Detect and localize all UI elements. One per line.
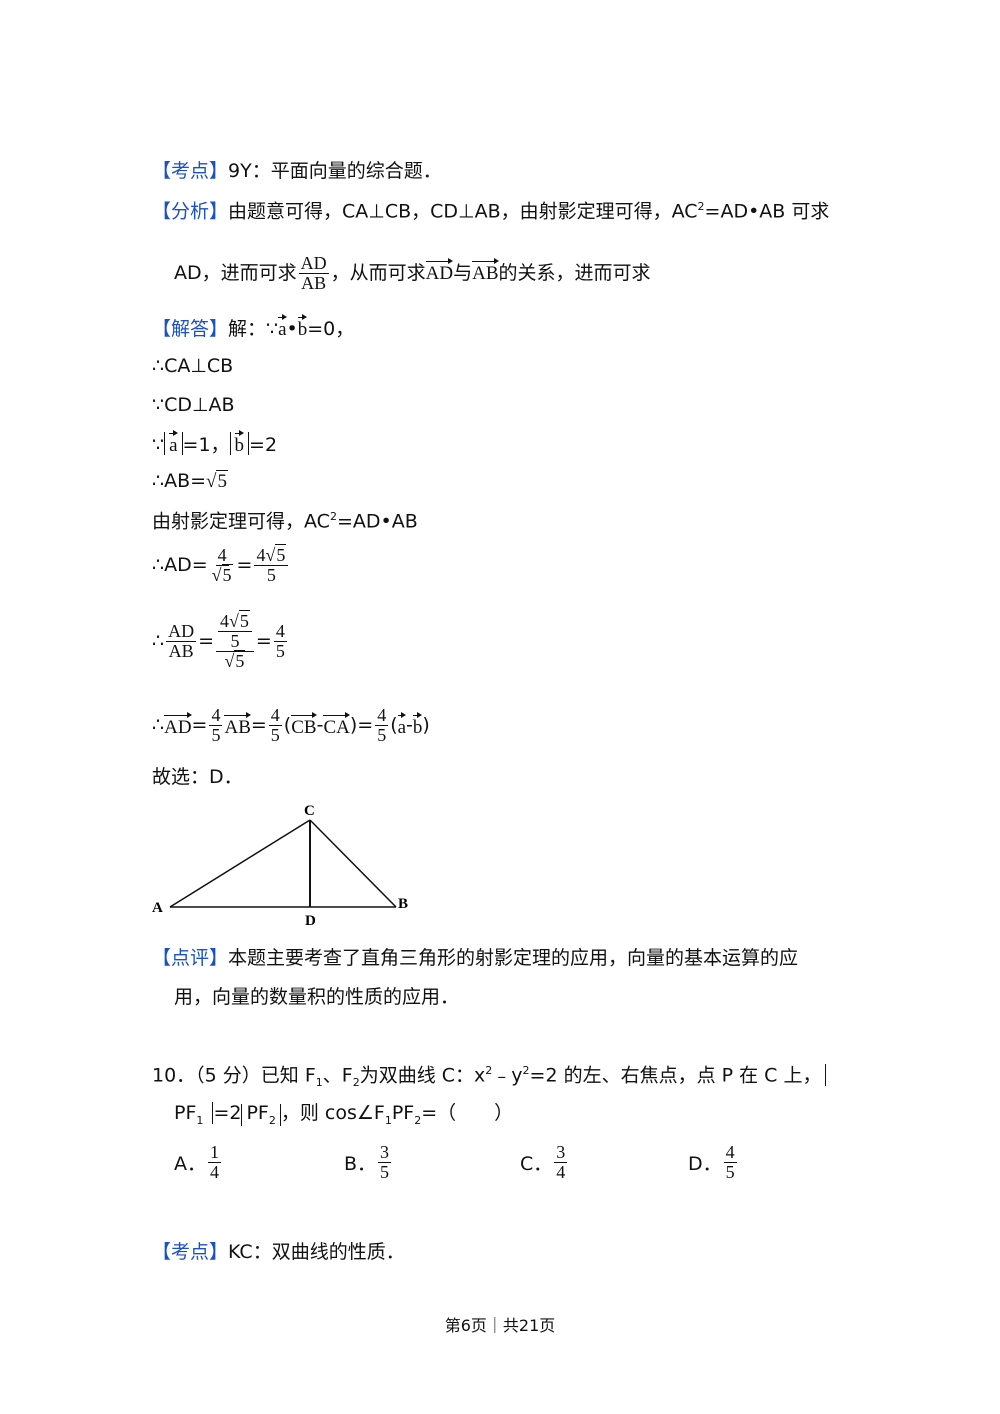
fenxi2-b: ，从而可求 xyxy=(330,261,426,284)
side-cb xyxy=(309,819,397,908)
fenxi2-c: 与 xyxy=(453,261,473,284)
side-ac xyxy=(169,819,311,908)
dianping-line: 【点评】本题主要考查了直角三角形的射影定理的应用，向量的基本运算的应 xyxy=(152,947,799,969)
vector-b: b xyxy=(297,314,307,339)
step-5: 由射影定理可得，AC2=AD•AB xyxy=(152,510,418,533)
jieda-tag: 【解答】 xyxy=(152,318,229,340)
fenxi-text-a: 由题意可得，CA⊥CB，CD⊥AB，由射影定理可得，AC xyxy=(228,200,698,223)
label-a: A xyxy=(152,900,163,916)
dianping-line-2: 用，向量的数量积的性质的应用． xyxy=(174,986,460,1008)
dot-operator: • xyxy=(286,318,298,340)
guxuan-line: 故选：D． xyxy=(152,766,243,788)
abs-a: a xyxy=(164,430,183,455)
fenxi-line: 【分析】由题意可得，CA⊥CB，CD⊥AB，由射影定理可得，AC2=AD•AB … xyxy=(152,201,829,221)
step-4: ∴AB=√5 xyxy=(152,470,228,492)
fenxi-tag: 【分析】 xyxy=(152,200,229,223)
vector-ab: AB xyxy=(472,257,499,283)
q10-kaodian-tag: 【考点】 xyxy=(152,1241,229,1263)
fenxi2-d: 的关系，进而可求 xyxy=(498,261,651,284)
vector-ad: AD xyxy=(425,257,454,283)
jieda-a: 解：∵ xyxy=(228,318,279,340)
jieda-line: 【解答】解：∵a•b=0， xyxy=(152,314,355,340)
label-d: D xyxy=(305,913,316,929)
kaodian-tag: 【考点】 xyxy=(152,160,229,182)
step-3: ∵a=1，b=2 xyxy=(152,430,278,456)
page-footer: 第6页｜共21页 xyxy=(444,1316,556,1335)
jieda-b: =0， xyxy=(307,318,355,340)
fraction-4-sqrt5: 4√5 xyxy=(211,545,233,585)
q10-kaodian-line: 【考点】KC：双曲线的性质． xyxy=(152,1241,405,1263)
kaodian-text: 9Y：平面向量的综合题． xyxy=(228,160,442,182)
fenxi-sup: 2 xyxy=(697,200,705,213)
fenxi2-a: AD，进而可求 xyxy=(174,261,297,284)
kaodian-line: 【考点】9Y：平面向量的综合题． xyxy=(152,162,442,181)
step-1: ∴CA⊥CB xyxy=(152,355,234,377)
vector-a: a xyxy=(278,314,288,339)
q10-line-1: 10．（5 分）已知 F1、F2为双曲线 C：x2﹣y2=2 的左、右焦点，点 … xyxy=(152,1064,833,1088)
step-2: ∵CD⊥AB xyxy=(152,394,235,416)
label-b: B xyxy=(398,896,408,912)
abs-b: b xyxy=(229,430,250,455)
triangle-diagram: A B C D xyxy=(152,803,408,929)
dianping-tag: 【点评】 xyxy=(152,947,229,969)
fenxi-text-b: =AD•AB 可求 xyxy=(704,200,830,223)
label-c: C xyxy=(304,803,315,819)
sqrt-5: √5 xyxy=(206,470,228,492)
